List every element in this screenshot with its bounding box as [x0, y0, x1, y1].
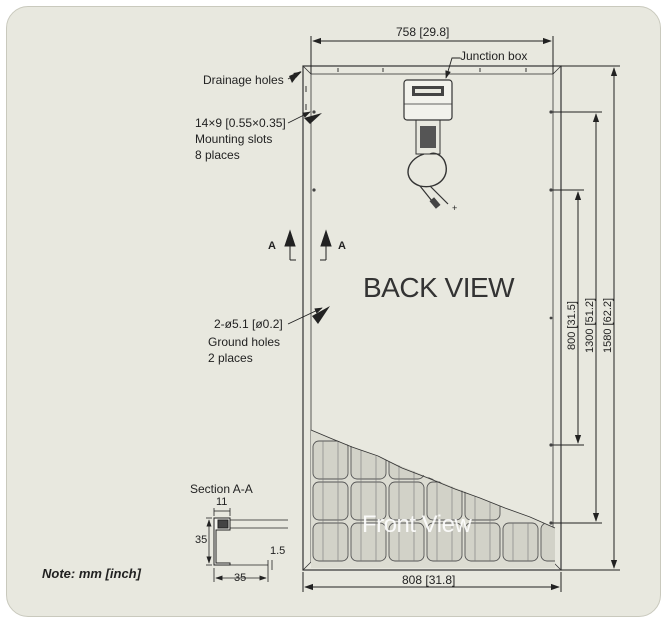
- slot-count-label: 8 places: [195, 148, 240, 162]
- dim-vertical: [553, 65, 620, 571]
- dim-width-bottom: [302, 572, 562, 592]
- section-dim-35-height: 35: [195, 534, 208, 546]
- dim-1580-label: 1580 [62.2]: [602, 297, 614, 353]
- width-bottom-label: 808 [31.8]: [402, 573, 456, 587]
- width-top-label: 758 [29.8]: [396, 25, 450, 39]
- dim-800-label: 800 [31.5]: [566, 301, 578, 350]
- junction-box: +: [403, 79, 457, 213]
- ground-size-label: 2-ø5.1 [ø0.2]: [214, 317, 283, 331]
- drainage-holes: [305, 68, 527, 110]
- front-view-title: Front View: [362, 511, 472, 538]
- back-view-title: BACK VIEW: [363, 272, 515, 303]
- section-title: Section A-A: [190, 482, 253, 496]
- front-view-cells: [311, 430, 555, 568]
- section-a-left-label: A: [268, 240, 276, 252]
- section-dim-35-width: 35: [234, 572, 247, 584]
- mounting-slots-label: Mounting slots: [195, 132, 273, 146]
- section-a-right-label: A: [338, 240, 346, 252]
- units-note: Note: mm [inch]: [42, 566, 141, 581]
- dim-1300-label: 1300 [51.2]: [584, 297, 596, 353]
- ground-count-label: 2 places: [208, 351, 253, 365]
- ground-holes-label: Ground holes: [208, 335, 281, 349]
- section-dim-1-5: 1.5: [270, 545, 286, 557]
- junction-box-label: Junction box: [460, 49, 528, 63]
- section-a-marks: [284, 229, 332, 261]
- svg-text:+: +: [452, 203, 457, 213]
- slot-size-label: 14×9 [0.55×0.35]: [195, 116, 286, 130]
- cutaway-edge: [310, 429, 556, 529]
- section-dim-11: 11: [216, 496, 228, 508]
- leader-arrowheads: [289, 71, 330, 324]
- section-profile: [206, 508, 288, 582]
- dim-width-top: [310, 36, 554, 74]
- drainage-holes-label: Drainage holes: [203, 73, 284, 87]
